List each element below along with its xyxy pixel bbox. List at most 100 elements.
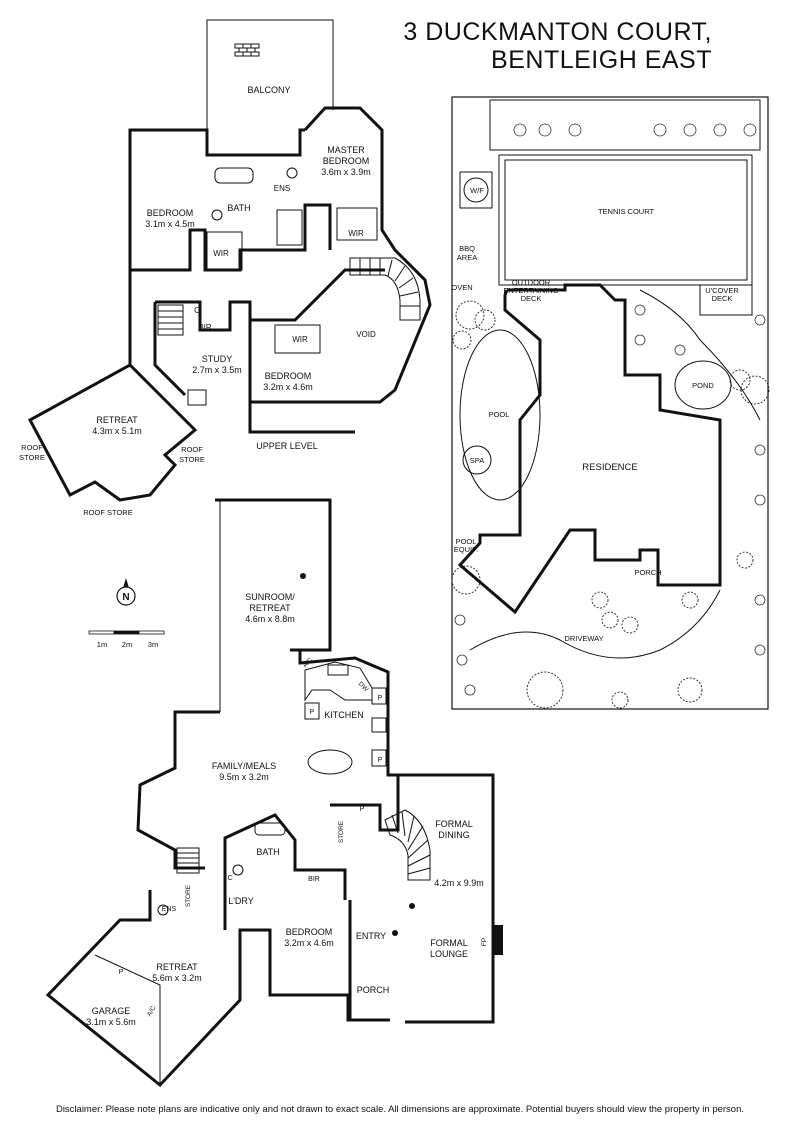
hedge-top	[489, 99, 761, 151]
c-label: C	[194, 306, 200, 315]
ground-bir-label: BIR	[308, 876, 320, 883]
spa-label: SPA	[470, 456, 484, 465]
void-label: VOID	[356, 330, 376, 339]
site-plan	[451, 96, 770, 710]
site-porch-label: PORCH	[634, 568, 661, 577]
fp-label: FP	[481, 938, 488, 946]
wir-label-2: WIR	[348, 229, 364, 238]
bbq-label-1: BBQ	[459, 244, 475, 253]
ground-stairs-ens	[176, 847, 200, 874]
ground-toilet-icon	[232, 864, 244, 876]
bedroom1-dim: 3.1m x 4.5m	[145, 219, 195, 229]
upper-retreat-label: RETREAT	[96, 415, 138, 425]
upper-retreat-outline	[27, 363, 198, 502]
ac-top-label: A/C	[302, 656, 315, 669]
ens-label: ENS	[274, 184, 290, 193]
formal-lounge-label-1: FORMAL	[430, 938, 468, 948]
ground-bath-tub	[254, 822, 286, 836]
wir-bed1	[206, 231, 243, 271]
hall-walls	[330, 775, 400, 832]
study-stairs	[157, 304, 184, 336]
property-address-line2: BENTLEIGH EAST	[491, 46, 712, 74]
ground-level-labels: SUNROOM/ RETREAT 4.6m x 8.8m A/C DW P P …	[86, 592, 488, 1027]
scale-label-3: 3m	[148, 640, 158, 649]
upper-void-wall	[250, 268, 385, 322]
upper-inner-walls-2	[155, 300, 355, 434]
garage-divider	[94, 954, 161, 1085]
ucover-label-1: U'COVER	[705, 286, 739, 295]
sunroom-label-1: SUNROOM/	[245, 592, 295, 602]
outdoor-label-1: OUTDOOR	[512, 278, 551, 287]
upper-level-labels: BALCONY MASTER BEDROOM 3.6m x 3.9m ENS B…	[19, 85, 376, 517]
property-address-line1: 3 DUCKMANTON COURT,	[403, 18, 712, 46]
dining-dim: 4.2m x 9.9m	[434, 878, 484, 888]
kitchen-fixtures	[304, 661, 387, 775]
disclaimer-text: Disclaimer: Please note plans are indica…	[55, 1104, 745, 1115]
ground-c-label: C	[227, 875, 232, 882]
roof-store-left-2: STORE	[19, 453, 45, 462]
tennis-court-outline	[498, 154, 753, 286]
site-boundary	[451, 96, 769, 710]
tennis-court-inner	[504, 159, 748, 281]
pond-label: POND	[692, 381, 714, 390]
north-letter: N	[122, 592, 129, 603]
bedroom-walls	[223, 813, 347, 930]
kitchen-label: KITCHEN	[324, 710, 364, 720]
master-bedroom-label-2: BEDROOM	[323, 156, 370, 166]
porch-label: PORCH	[357, 985, 390, 995]
sunroom-walls	[215, 498, 332, 652]
bedroom2-label: BEDROOM	[265, 371, 312, 381]
wir-label-1: WIR	[213, 249, 229, 258]
bbq-label-2: AREA	[457, 253, 477, 262]
residence-outline	[457, 283, 722, 615]
brick-pattern-icon	[234, 43, 260, 57]
outdoor-label-2: ENTERTAINING	[503, 286, 558, 295]
store-label-1: STORE	[338, 820, 345, 843]
ground-retreat-dim: 5.6m x 3.2m	[152, 973, 202, 983]
pantry-label-4: P	[360, 806, 365, 813]
ucover-deck	[699, 284, 753, 316]
roof-store-left-1: ROOF	[21, 443, 43, 452]
sunroom-dim: 4.6m x 8.8m	[245, 614, 295, 624]
light-point-2	[409, 903, 415, 909]
driveway-label: DRIVEWAY	[564, 634, 603, 643]
upper-stairs	[349, 257, 421, 321]
garage-dim: 3.1m x 5.6m	[86, 1017, 136, 1027]
scale-label-1: 1m	[97, 640, 107, 649]
site-shrubs	[454, 123, 766, 696]
formal-dining-label-1: FORMAL	[435, 819, 473, 829]
wf-circle	[463, 177, 489, 203]
pantry-label-5: P	[119, 969, 124, 976]
upper-wall-left	[128, 128, 305, 365]
pantry-label-3: P	[378, 757, 383, 764]
ground-ens-label: ENS	[162, 906, 177, 913]
pantry-label-1: P	[378, 695, 383, 702]
toilet-icon	[211, 209, 223, 221]
master-bedroom-label: MASTER	[327, 145, 365, 155]
pool-label: POOL	[489, 410, 510, 419]
pool-equip-label-2: EQUIP.	[454, 545, 478, 554]
dw-label: DW	[357, 681, 370, 694]
roof-store-bottom: ROOF STORE	[83, 508, 132, 517]
store-label-2: STORE	[185, 884, 192, 907]
light-point-1	[300, 573, 306, 579]
study-dim: 2.7m x 3.5m	[192, 365, 242, 375]
wir-bed2	[274, 324, 321, 354]
bir-label: BIR	[198, 323, 212, 332]
formal-dining-label-2: DINING	[438, 830, 470, 840]
bath-label: BATH	[227, 203, 250, 213]
ground-bath-label: BATH	[256, 847, 279, 857]
wir-label-3: WIR	[292, 335, 308, 344]
family-label: FAMILY/MEALS	[212, 761, 276, 771]
site-trees	[451, 300, 770, 709]
wf-label: W/F	[470, 186, 484, 195]
upper-level-plan	[27, 19, 432, 502]
residence-label: RESIDENCE	[582, 462, 637, 473]
tennis-court-label: TENNIS COURT	[598, 207, 655, 216]
ground-level-plan	[45, 498, 503, 1088]
garage-ac-label: A/C	[146, 1005, 158, 1018]
garage-label: GARAGE	[92, 1006, 131, 1016]
ens-toilet-icon	[157, 904, 169, 916]
light-point-3	[392, 930, 398, 936]
